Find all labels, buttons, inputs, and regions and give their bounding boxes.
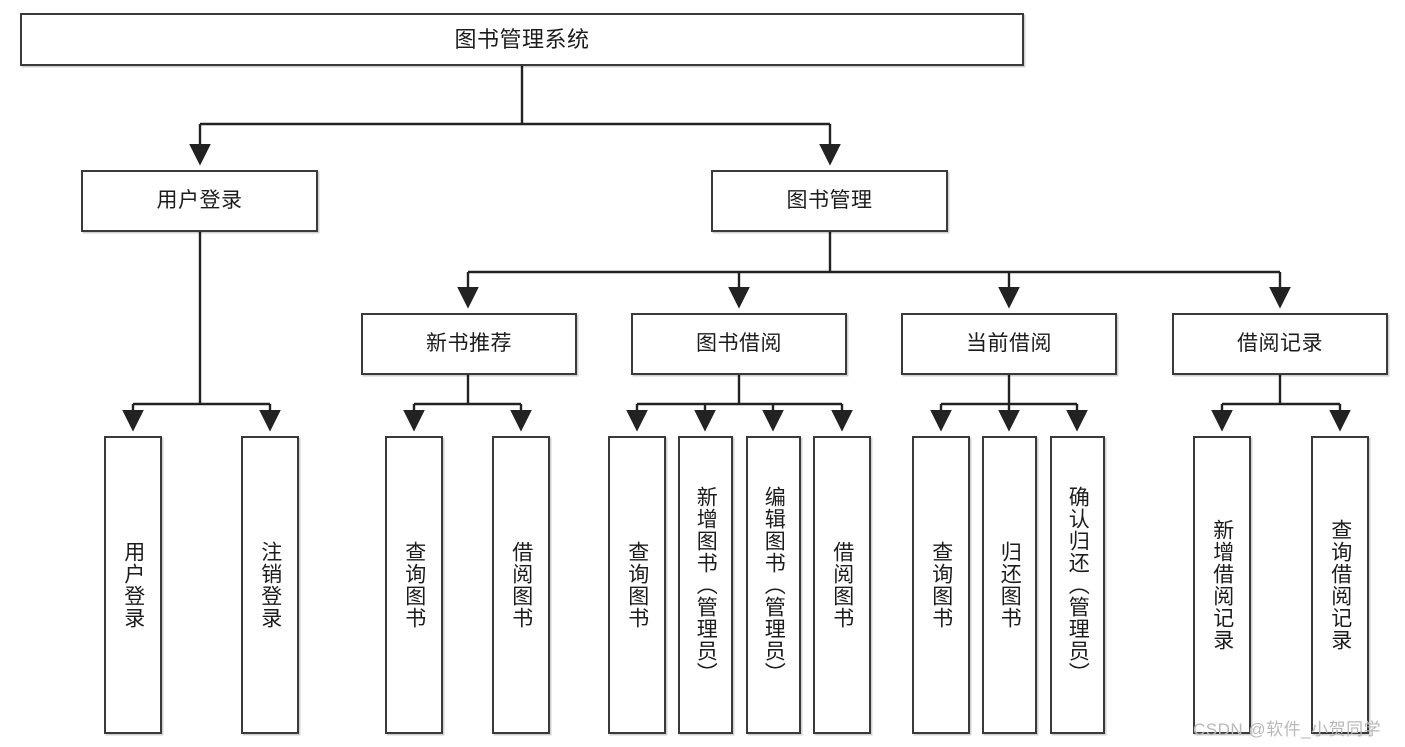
node-label: 新书推荐 — [426, 331, 512, 355]
node-label: 查询图书 — [929, 541, 953, 629]
node-label: 图书借阅 — [696, 331, 782, 355]
node-label: 用户登录 — [156, 188, 243, 212]
node-label: 归还图书 — [998, 541, 1022, 629]
node-current-borrow[interactable]: 当前借阅 — [901, 313, 1117, 375]
node-leaf-confirm-return-admin[interactable]: 确认归还（管理员） — [1050, 436, 1105, 734]
node-leaf-query-borrow-record[interactable]: 查询借阅记录 — [1311, 436, 1369, 734]
node-leaf-query-book-current[interactable]: 查询图书 — [912, 436, 970, 734]
node-leaf-edit-book-admin[interactable]: 编辑图书（管理员） — [746, 436, 801, 734]
node-label: 查询图书 — [625, 541, 649, 629]
node-label: 当前借阅 — [966, 331, 1052, 355]
node-leaf-return-book[interactable]: 归还图书 — [982, 436, 1037, 734]
node-label: 新增图书（管理员） — [694, 486, 718, 684]
node-label: 编辑图书（管理员） — [762, 486, 786, 684]
node-leaf-borrow-book[interactable]: 借阅图书 — [813, 436, 871, 734]
node-leaf-logout-login[interactable]: 注销登录 — [241, 436, 299, 734]
node-leaf-query-book-recommend[interactable]: 查询图书 — [385, 436, 443, 734]
node-root-book-management-system[interactable]: 图书管理系统 — [20, 13, 1024, 66]
node-book-borrow[interactable]: 图书借阅 — [631, 313, 847, 375]
node-new-book-recommend[interactable]: 新书推荐 — [361, 313, 577, 375]
node-label: 新增借阅记录 — [1210, 519, 1234, 651]
node-leaf-add-book-admin[interactable]: 新增图书（管理员） — [678, 436, 733, 734]
node-label: 用户登录 — [121, 541, 145, 629]
node-label: 注销登录 — [258, 541, 282, 629]
node-leaf-add-borrow-record[interactable]: 新增借阅记录 — [1193, 436, 1251, 734]
node-label: 确认归还（管理员） — [1066, 486, 1090, 684]
node-borrow-record[interactable]: 借阅记录 — [1172, 313, 1388, 375]
node-label: 图书管理系统 — [454, 26, 590, 52]
node-leaf-borrow-book-recommend[interactable]: 借阅图书 — [492, 436, 550, 734]
node-leaf-query-book-borrow[interactable]: 查询图书 — [608, 436, 666, 734]
node-book-management[interactable]: 图书管理 — [711, 170, 948, 232]
node-label: 借阅记录 — [1237, 331, 1323, 355]
node-user-login[interactable]: 用户登录 — [81, 170, 318, 232]
node-label: 查询图书 — [402, 541, 426, 629]
node-label: 查询借阅记录 — [1328, 519, 1352, 651]
node-label: 图书管理 — [786, 188, 873, 212]
node-label: 借阅图书 — [830, 541, 854, 629]
node-label: 借阅图书 — [509, 541, 533, 629]
csdn-watermark: CSDN @软件_小贺同学 — [1193, 720, 1382, 739]
node-leaf-user-login[interactable]: 用户登录 — [104, 436, 162, 734]
